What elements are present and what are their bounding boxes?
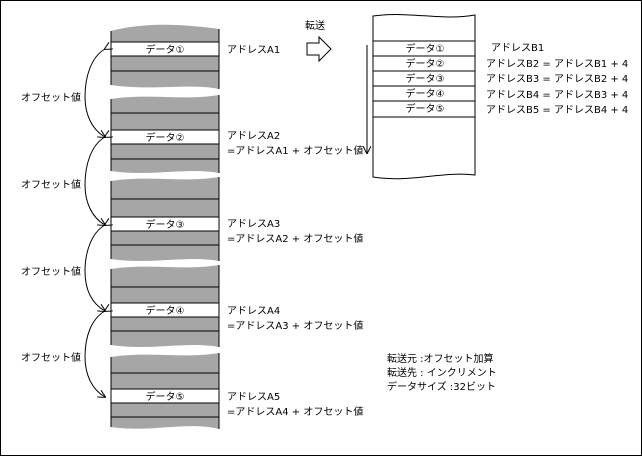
- memory-segment: [110, 177, 220, 261]
- transfer-label: 転送: [305, 19, 325, 32]
- source-data-label: データ②: [146, 131, 185, 144]
- source-data-label: データ①: [146, 43, 185, 56]
- offset-label: オフセット値: [21, 351, 81, 364]
- dest-address-label: アドレスB5 = アドレスB4 + 4: [486, 105, 628, 116]
- address-formula: =アドレスA2 + オフセット値: [227, 232, 363, 245]
- dest-data-label: データ②: [406, 57, 445, 70]
- memory-segment: [110, 95, 220, 173]
- address-label: アドレスA4: [227, 306, 280, 317]
- address-label: アドレスA3: [227, 219, 280, 230]
- source-data-label: データ⑤: [146, 390, 185, 403]
- source-data-label: データ③: [146, 218, 185, 231]
- address-formula: =アドレスA3 + オフセット値: [227, 319, 363, 332]
- dest-data-label: データ①: [406, 42, 445, 55]
- offset-labels: オフセット値 オフセット値 オフセット値 オフセット値: [21, 91, 81, 364]
- legend-source-mode: 転送元 :オフセット加算: [387, 352, 494, 365]
- source-memory-column: データ① データ② データ③ データ④ データ⑤: [110, 24, 220, 429]
- dest-address-label: アドレスB4 = アドレスB3 + 4: [486, 90, 628, 101]
- offset-label: オフセット値: [21, 178, 81, 191]
- dest-data-label: データ③: [406, 72, 445, 85]
- transfer-arrow: 転送: [305, 19, 332, 63]
- offset-label: オフセット値: [21, 265, 81, 278]
- destination-address-labels: アドレスB1 アドレスB2 = アドレスB1 + 4 アドレスB3 = アドレス…: [486, 43, 628, 116]
- memory-segment: [110, 353, 220, 429]
- address-label: アドレスA1: [227, 45, 280, 56]
- dest-data-label: データ⑤: [406, 102, 445, 115]
- transfer-settings-legend: 転送元 :オフセット加算 転送先 : インクリメント データサイズ :32ビット: [387, 352, 497, 393]
- address-formula: =アドレスA4 + オフセット値: [227, 405, 363, 418]
- offset-label: オフセット値: [21, 91, 81, 104]
- offset-brackets: [84, 49, 105, 397]
- source-data-label: データ④: [146, 304, 185, 317]
- dest-address-label: アドレスB1: [491, 43, 544, 54]
- source-address-labels: アドレスA1 アドレスA2 =アドレスA1 + オフセット値 アドレスA3 =ア…: [227, 45, 363, 418]
- destination-memory: データ① データ② データ③ データ④ データ⑤: [367, 14, 476, 180]
- memory-segment: [110, 24, 220, 89]
- legend-dest-mode: 転送先 : インクリメント: [387, 366, 497, 379]
- address-label: アドレスA2: [227, 131, 280, 142]
- legend-data-size: データサイズ :32ビット: [387, 380, 496, 393]
- dest-data-label: データ④: [406, 87, 445, 100]
- address-label: アドレスA5: [227, 392, 280, 403]
- address-formula: =アドレスA1 + オフセット値: [227, 144, 363, 157]
- dest-address-label: アドレスB3 = アドレスB2 + 4: [486, 74, 628, 85]
- dest-address-label: アドレスB2 = アドレスB1 + 4: [486, 59, 628, 70]
